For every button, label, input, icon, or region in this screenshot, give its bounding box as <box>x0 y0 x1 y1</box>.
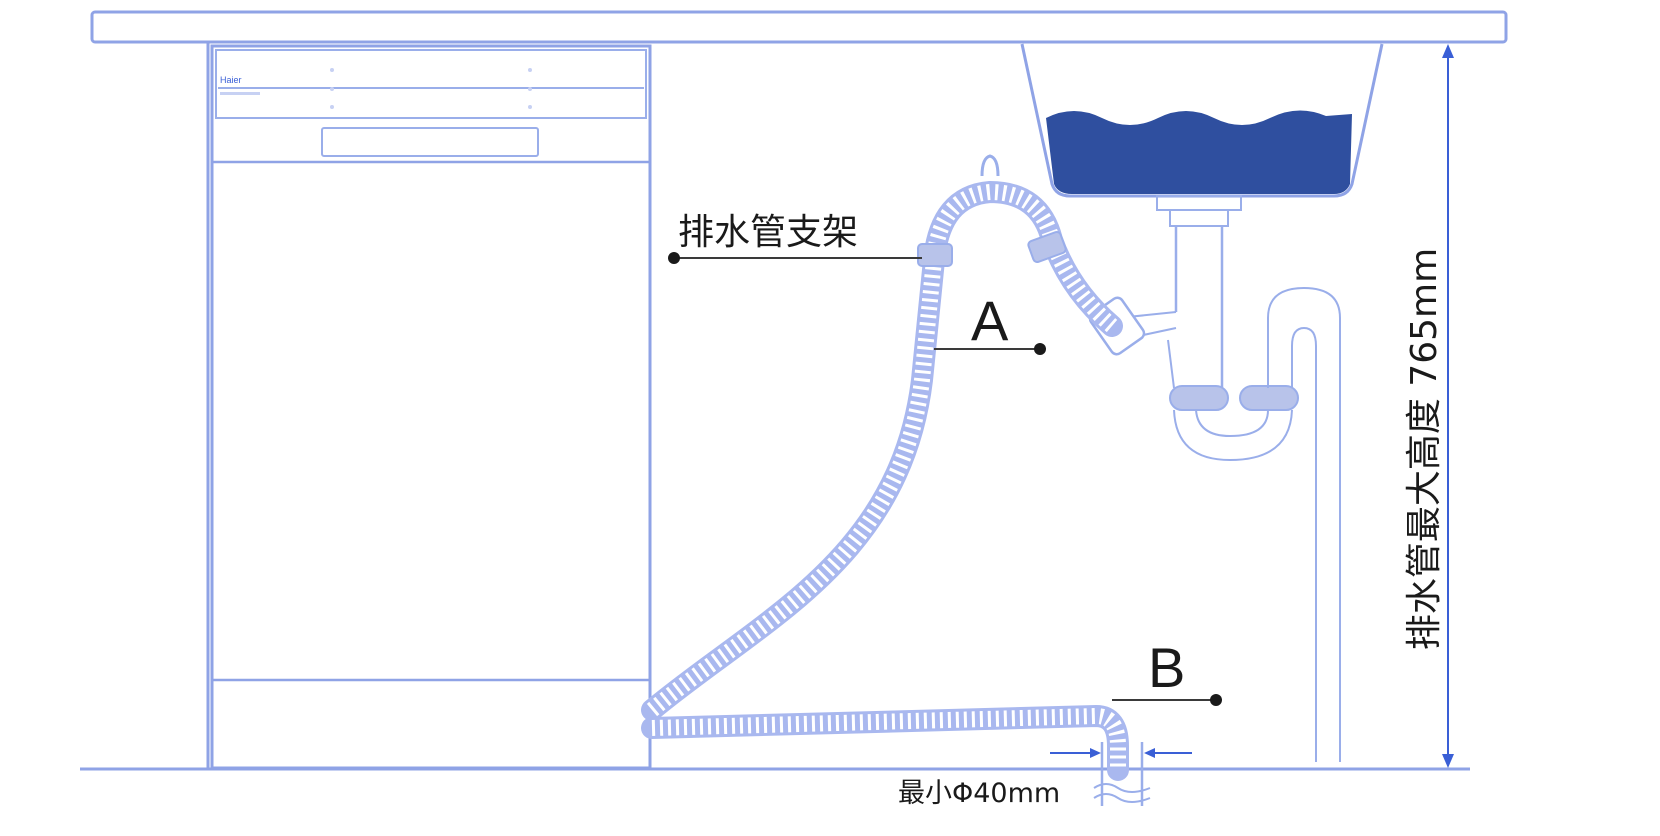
a-leader-dot <box>1034 343 1046 355</box>
floor-drain-break <box>1093 783 1151 803</box>
dishwasher-control-panel <box>215 49 647 119</box>
countertop <box>90 10 1508 44</box>
dishwasher: Haier <box>210 44 652 770</box>
brand-logo: Haier <box>220 75 242 85</box>
control-dot <box>330 105 334 109</box>
control-dot <box>330 87 334 91</box>
bracket-clamp-right <box>1027 230 1067 264</box>
min-diameter-label: 最小Φ40mm <box>898 778 1060 809</box>
floor-drain <box>1050 742 1192 806</box>
b-leader-dot <box>1210 694 1222 706</box>
dishwasher-body <box>210 44 652 770</box>
control-dot <box>528 87 532 91</box>
max-height-label: 排水管最大高度 765mm <box>1404 248 1445 650</box>
drain-hose-floor <box>641 704 1129 781</box>
drain-hose <box>641 154 1129 781</box>
sink-tailpiece-collar <box>1169 209 1229 227</box>
dim-arrow-left-icon <box>1090 748 1101 758</box>
sink-drain-flange <box>1156 195 1242 211</box>
hose-bracket-label: 排水管支架 <box>678 212 858 253</box>
control-dot <box>528 68 532 72</box>
bracket-clamp-left <box>917 243 953 267</box>
height-dimension <box>1442 44 1454 768</box>
sink <box>1020 43 1384 762</box>
height-arrow-down-icon <box>1442 754 1454 768</box>
point-b-label: B <box>1148 636 1185 699</box>
sink-water <box>1046 110 1352 194</box>
brand-underline <box>220 92 260 95</box>
point-a-label: A <box>971 289 1009 352</box>
standpipe <box>1267 286 1341 762</box>
p-trap <box>1173 409 1293 462</box>
drain-hose-riser-rings <box>646 183 1118 717</box>
control-dot <box>330 68 334 72</box>
dishwasher-handle <box>321 127 539 157</box>
control-dot <box>528 105 532 109</box>
height-arrow-up-icon <box>1442 44 1454 58</box>
dim-arrow-right-icon <box>1144 748 1155 758</box>
trap-nut-left <box>1169 385 1229 411</box>
trap-nut-right <box>1239 385 1299 411</box>
drain-hose-riser <box>641 180 1123 721</box>
bracket-hanger-loop <box>980 154 1000 177</box>
bracket-leader-dot <box>668 252 680 264</box>
